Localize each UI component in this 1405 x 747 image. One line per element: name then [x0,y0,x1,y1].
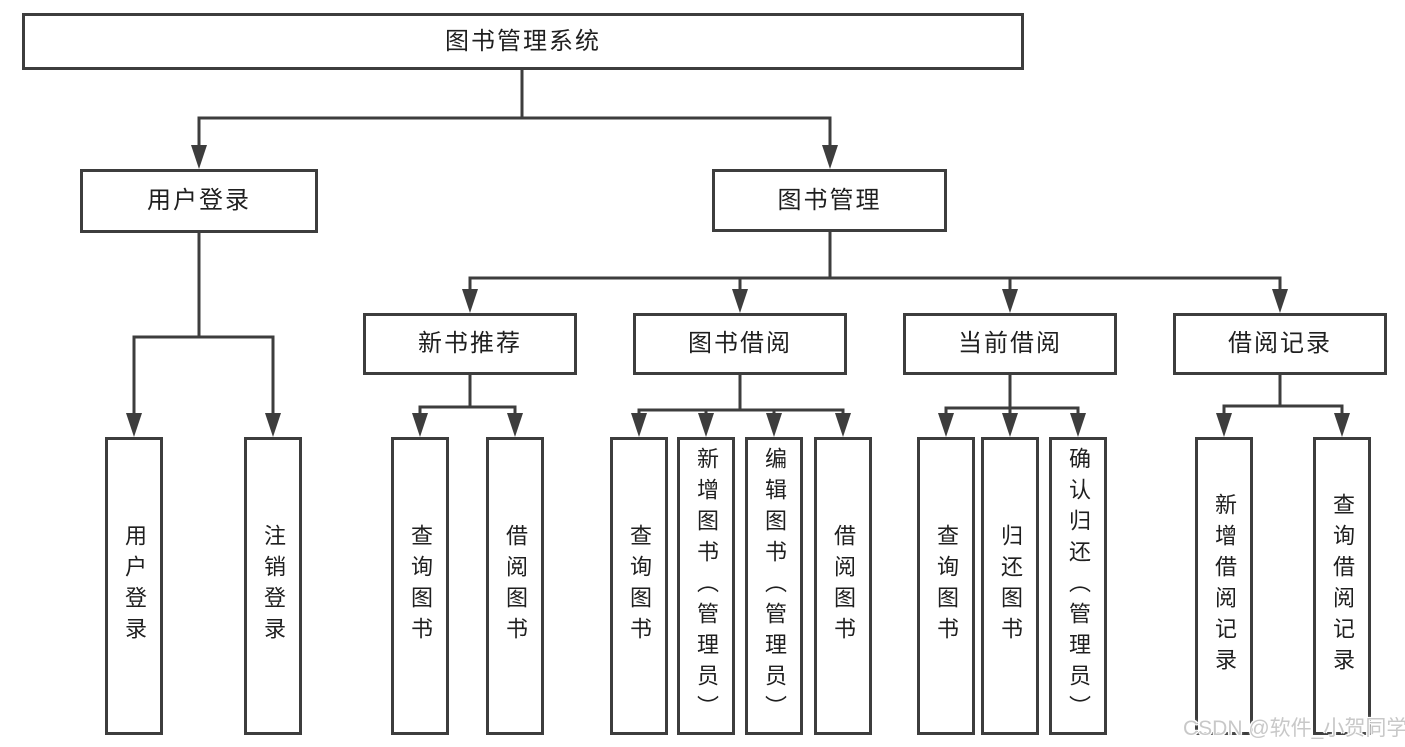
leaf-bb-edit-book-admin-label: 编辑图书（管理员） [762,446,787,726]
node-new-book-recommend: 新书推荐 [363,313,577,375]
leaf-nbr-borrow-book: 借阅图书 [486,437,544,735]
leaf-cb-return-book: 归还图书 [981,437,1039,735]
leaf-bb-add-book-admin: 新增图书（管理员） [677,437,735,735]
leaf-bb-query-book-label: 查询图书 [627,524,652,648]
node-book-borrow-label: 图书借阅 [688,330,792,357]
node-user-login: 用户登录 [80,169,318,233]
leaf-br-query-record: 查询借阅记录 [1313,437,1371,735]
leaf-user-login: 用户登录 [105,437,163,735]
leaf-nbr-borrow-book-label: 借阅图书 [503,524,528,648]
node-user-login-label: 用户登录 [147,187,251,214]
leaf-br-add-record: 新增借阅记录 [1195,437,1253,735]
leaf-cb-query-book: 查询图书 [917,437,975,735]
leaf-nbr-query-book-label: 查询图书 [408,524,433,648]
leaf-bb-query-book: 查询图书 [610,437,668,735]
leaf-br-add-record-label: 新增借阅记录 [1212,493,1237,679]
leaf-bb-borrow-book-label: 借阅图书 [831,524,856,648]
leaf-cb-confirm-return-admin-label: 确认归还（管理员） [1066,446,1091,726]
node-new-book-recommend-label: 新书推荐 [418,330,522,357]
node-book-management: 图书管理 [712,169,947,232]
leaf-cb-return-book-label: 归还图书 [998,524,1023,648]
leaf-br-query-record-label: 查询借阅记录 [1330,493,1355,679]
arrowheads [126,145,1350,437]
leaf-logout-login-label: 注销登录 [261,524,286,648]
node-current-borrow: 当前借阅 [903,313,1117,375]
node-borrow-records: 借阅记录 [1173,313,1387,375]
node-book-management-label: 图书管理 [777,186,882,214]
leaf-cb-query-book-label: 查询图书 [934,524,959,648]
node-borrow-records-label: 借阅记录 [1228,330,1332,357]
leaf-user-login-label: 用户登录 [122,524,147,648]
leaf-logout-login: 注销登录 [244,437,302,735]
leaf-cb-confirm-return-admin: 确认归还（管理员） [1049,437,1107,735]
node-root-system: 图书管理系统 [22,13,1024,70]
leaf-bb-edit-book-admin: 编辑图书（管理员） [745,437,803,735]
csdn-watermark: CSDN @软件_小贺同学 [1183,717,1405,740]
leaf-bb-add-book-admin-label: 新增图书（管理员） [694,446,719,726]
node-book-borrow: 图书借阅 [633,313,847,375]
node-current-borrow-label: 当前借阅 [958,330,1062,357]
leaf-bb-borrow-book: 借阅图书 [814,437,872,735]
leaf-nbr-query-book: 查询图书 [391,437,449,735]
node-root-system-label: 图书管理系统 [445,27,601,55]
